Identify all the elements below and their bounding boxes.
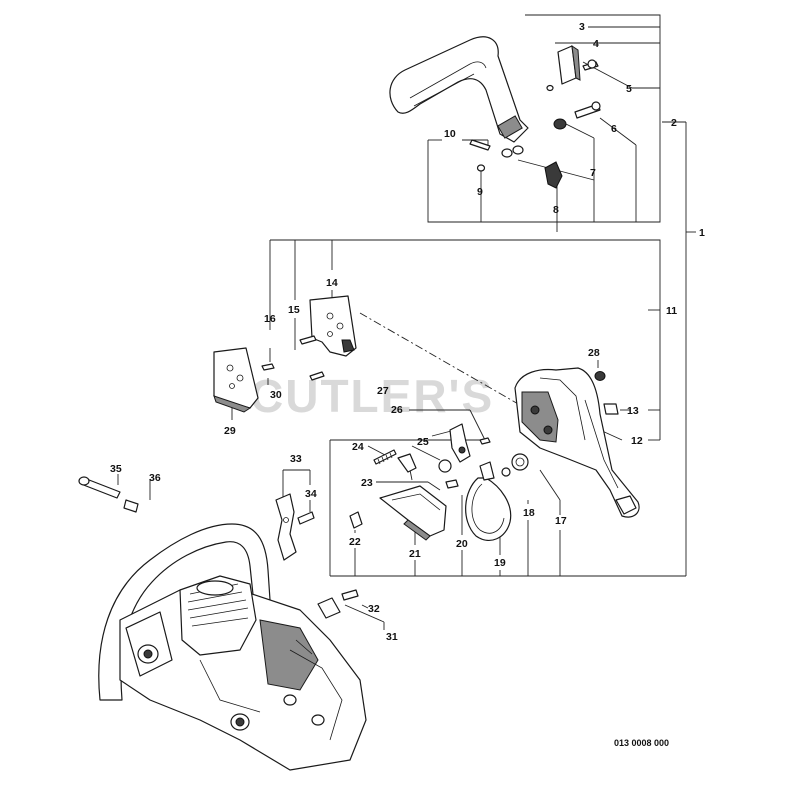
catcher-screw: [297, 511, 315, 525]
callout-36: 36: [149, 472, 161, 484]
callout-27: 27: [377, 385, 389, 397]
callout-31: 31: [386, 631, 398, 643]
stud-bolt: [78, 476, 121, 499]
callout-32: 32: [368, 603, 380, 615]
chain-catcher-plate: [275, 493, 297, 561]
plate-screws: [261, 335, 325, 381]
callout-8: 8: [553, 204, 559, 216]
callout-28: 28: [588, 347, 600, 359]
callout-30: 30: [270, 389, 282, 401]
callout-29: 29: [224, 425, 236, 437]
brake-bushings: [438, 437, 529, 489]
hand-guard: [389, 36, 529, 143]
callout-34: 34: [305, 488, 317, 500]
callout-9: 9: [477, 186, 483, 198]
leader-lines: [117, 14, 696, 630]
brake-spring: [373, 449, 397, 465]
callout-21: 21: [409, 548, 421, 560]
callout-25: 25: [417, 436, 429, 448]
callout-2: 2: [671, 117, 677, 129]
callout-7: 7: [590, 167, 596, 179]
dowel-sleeve: [317, 597, 341, 619]
cover-stud-nut: [603, 403, 619, 415]
callout-13: 13: [627, 405, 639, 417]
callout-26: 26: [391, 404, 403, 416]
brake-band: [465, 461, 512, 541]
callout-12: 12: [631, 435, 643, 447]
callout-17: 17: [555, 515, 567, 527]
callout-23: 23: [361, 477, 373, 489]
callout-5: 5: [626, 83, 632, 95]
callout-18: 18: [523, 507, 535, 519]
cover-nut: [594, 371, 606, 381]
guard-bushings: [469, 118, 567, 189]
callout-22: 22: [349, 536, 361, 548]
powerhead-housing: [98, 523, 367, 771]
side-plate-inner: [213, 347, 259, 413]
callout-16: 16: [264, 313, 276, 325]
callout-10: 10: [444, 128, 456, 140]
callout-35: 35: [110, 463, 122, 475]
side-plate-outer: [309, 295, 357, 357]
dowel-screw: [341, 589, 359, 601]
callout-14: 14: [326, 277, 338, 289]
callout-4: 4: [593, 38, 599, 50]
brake-lever: [397, 423, 471, 473]
callout-19: 19: [494, 557, 506, 569]
callout-15: 15: [288, 304, 300, 316]
brake-screw: [349, 511, 363, 529]
callout-3: 3: [579, 21, 585, 33]
drawing-code: 013 0008 000: [614, 738, 669, 748]
callout-labels: 1 2 3 4 5 6 7 8 9 10 11 12 13 14 15 16 1…: [110, 21, 705, 643]
callout-33: 33: [290, 453, 302, 465]
stud-sleeve: [123, 499, 139, 513]
callout-6: 6: [611, 123, 617, 135]
guard-clamp: [557, 44, 581, 85]
brake-cover: [379, 485, 447, 541]
callout-20: 20: [456, 538, 468, 550]
watermark-text: CUTLER'S: [250, 370, 494, 422]
callout-1: 1: [699, 227, 705, 239]
clutch-cover: [514, 367, 640, 518]
callout-24: 24: [352, 441, 364, 453]
callout-11: 11: [666, 305, 677, 317]
guard-screws: [546, 59, 601, 119]
